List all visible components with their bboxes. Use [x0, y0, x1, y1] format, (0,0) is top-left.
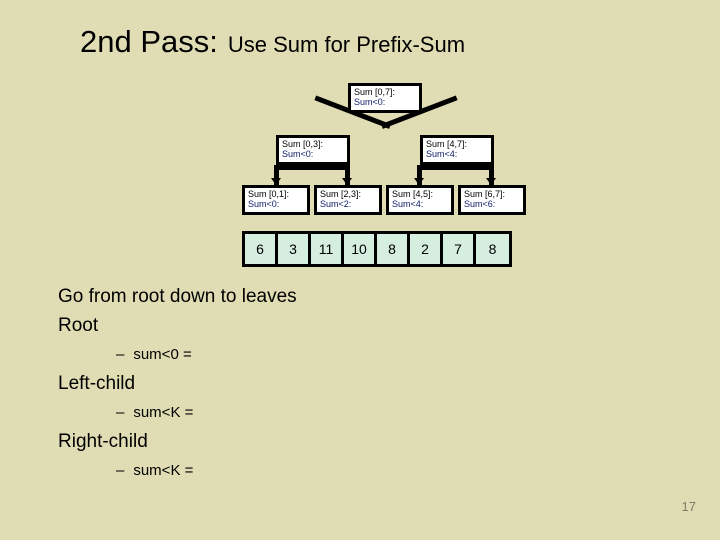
- connector-stub-1: [274, 165, 279, 185]
- tree-node-left-right: Sum [2,3]: Sum<2:: [314, 185, 382, 215]
- tree-node-sum: Sum<0:: [248, 198, 280, 209]
- tree-node-range: Sum [2,3]:: [320, 189, 362, 199]
- array-cell: 3: [278, 234, 311, 264]
- array-cell: 2: [410, 234, 443, 264]
- bullet-right-child-sum-text: sum<K =: [133, 461, 194, 479]
- dash-marker: –: [116, 461, 125, 479]
- dash-marker: –: [116, 403, 125, 421]
- connector-bar-left-subtree: [274, 165, 350, 170]
- tree-node-sum: Sum<6:: [464, 198, 496, 209]
- page-number: 17: [681, 499, 696, 514]
- tree-node-sum: Sum<0:: [354, 96, 386, 107]
- tree-node-left-left: Sum [0,1]: Sum<0:: [242, 185, 310, 215]
- title-main-text: 2nd Pass:: [80, 24, 218, 59]
- connector-stub-4: [489, 165, 494, 185]
- connector-stub-2: [345, 165, 350, 185]
- arrowhead-icon-4: [486, 178, 496, 185]
- tree-node-range: Sum [0,1]:: [248, 189, 290, 199]
- dash-marker: –: [116, 345, 125, 363]
- arrowhead-icon-2: [342, 178, 352, 185]
- bullet-root: Root: [58, 315, 99, 337]
- connector-bar-right-subtree: [417, 165, 494, 170]
- bullet-left-child: Left-child: [58, 373, 136, 395]
- bullet-root-sum: –sum<0 =: [116, 341, 658, 370]
- bullet-go-from-root: Go from root down to leaves: [58, 286, 297, 307]
- tree-node-range: Sum [0,7]:: [354, 87, 396, 97]
- tree-node-right: Sum [4,7]: Sum<4:: [420, 135, 494, 165]
- arrowhead-icon-1: [271, 178, 281, 185]
- segment-tree-diagram: Sum [0,7]: Sum<0: Sum [0,3]: Sum<0: Sum …: [0, 70, 720, 280]
- tree-node-sum: Sum<0:: [282, 148, 314, 159]
- array-cell: 6: [245, 234, 278, 264]
- bullet-root-sum-text: sum<0 =: [133, 345, 192, 363]
- page-title: 2nd Pass: Use Sum for Prefix-Sum: [80, 24, 680, 60]
- array-cell: 11: [311, 234, 344, 264]
- tree-node-right-left: Sum [4,5]: Sum<4:: [386, 185, 454, 215]
- tree-node-sum: Sum<2:: [320, 198, 352, 209]
- tree-node-left: Sum [0,3]: Sum<0:: [276, 135, 350, 165]
- bullet-right-child-sum: –sum<K =: [116, 457, 658, 486]
- array-cell: 10: [344, 234, 377, 264]
- tree-node-range: Sum [6,7]:: [464, 189, 506, 199]
- bullet-right-child: Right-child: [58, 431, 148, 453]
- tree-node-range: Sum [0,3]:: [282, 139, 324, 149]
- bullet-list: Go from root down to leaves Root –sum<0 …: [58, 282, 658, 485]
- connector-stub-3: [417, 165, 422, 185]
- array-cell: 8: [476, 234, 509, 264]
- leaf-array: 6 3 11 10 8 2 7 8: [242, 231, 512, 267]
- tree-node-sum: Sum<4:: [426, 148, 458, 159]
- tree-node-range: Sum [4,5]:: [392, 189, 434, 199]
- tree-node-right-right: Sum [6,7]: Sum<6:: [458, 185, 526, 215]
- bullet-left-child-sum: –sum<K =: [116, 399, 658, 428]
- arrowhead-icon-3: [414, 178, 424, 185]
- title-subtitle-text: Use Sum for Prefix-Sum: [227, 32, 466, 57]
- array-cell: 8: [377, 234, 410, 264]
- tree-node-root: Sum [0,7]: Sum<0:: [348, 83, 422, 113]
- tree-node-sum: Sum<4:: [392, 198, 424, 209]
- tree-node-range: Sum [4,7]:: [426, 139, 468, 149]
- array-cell: 7: [443, 234, 476, 264]
- bullet-left-child-sum-text: sum<K =: [133, 403, 194, 421]
